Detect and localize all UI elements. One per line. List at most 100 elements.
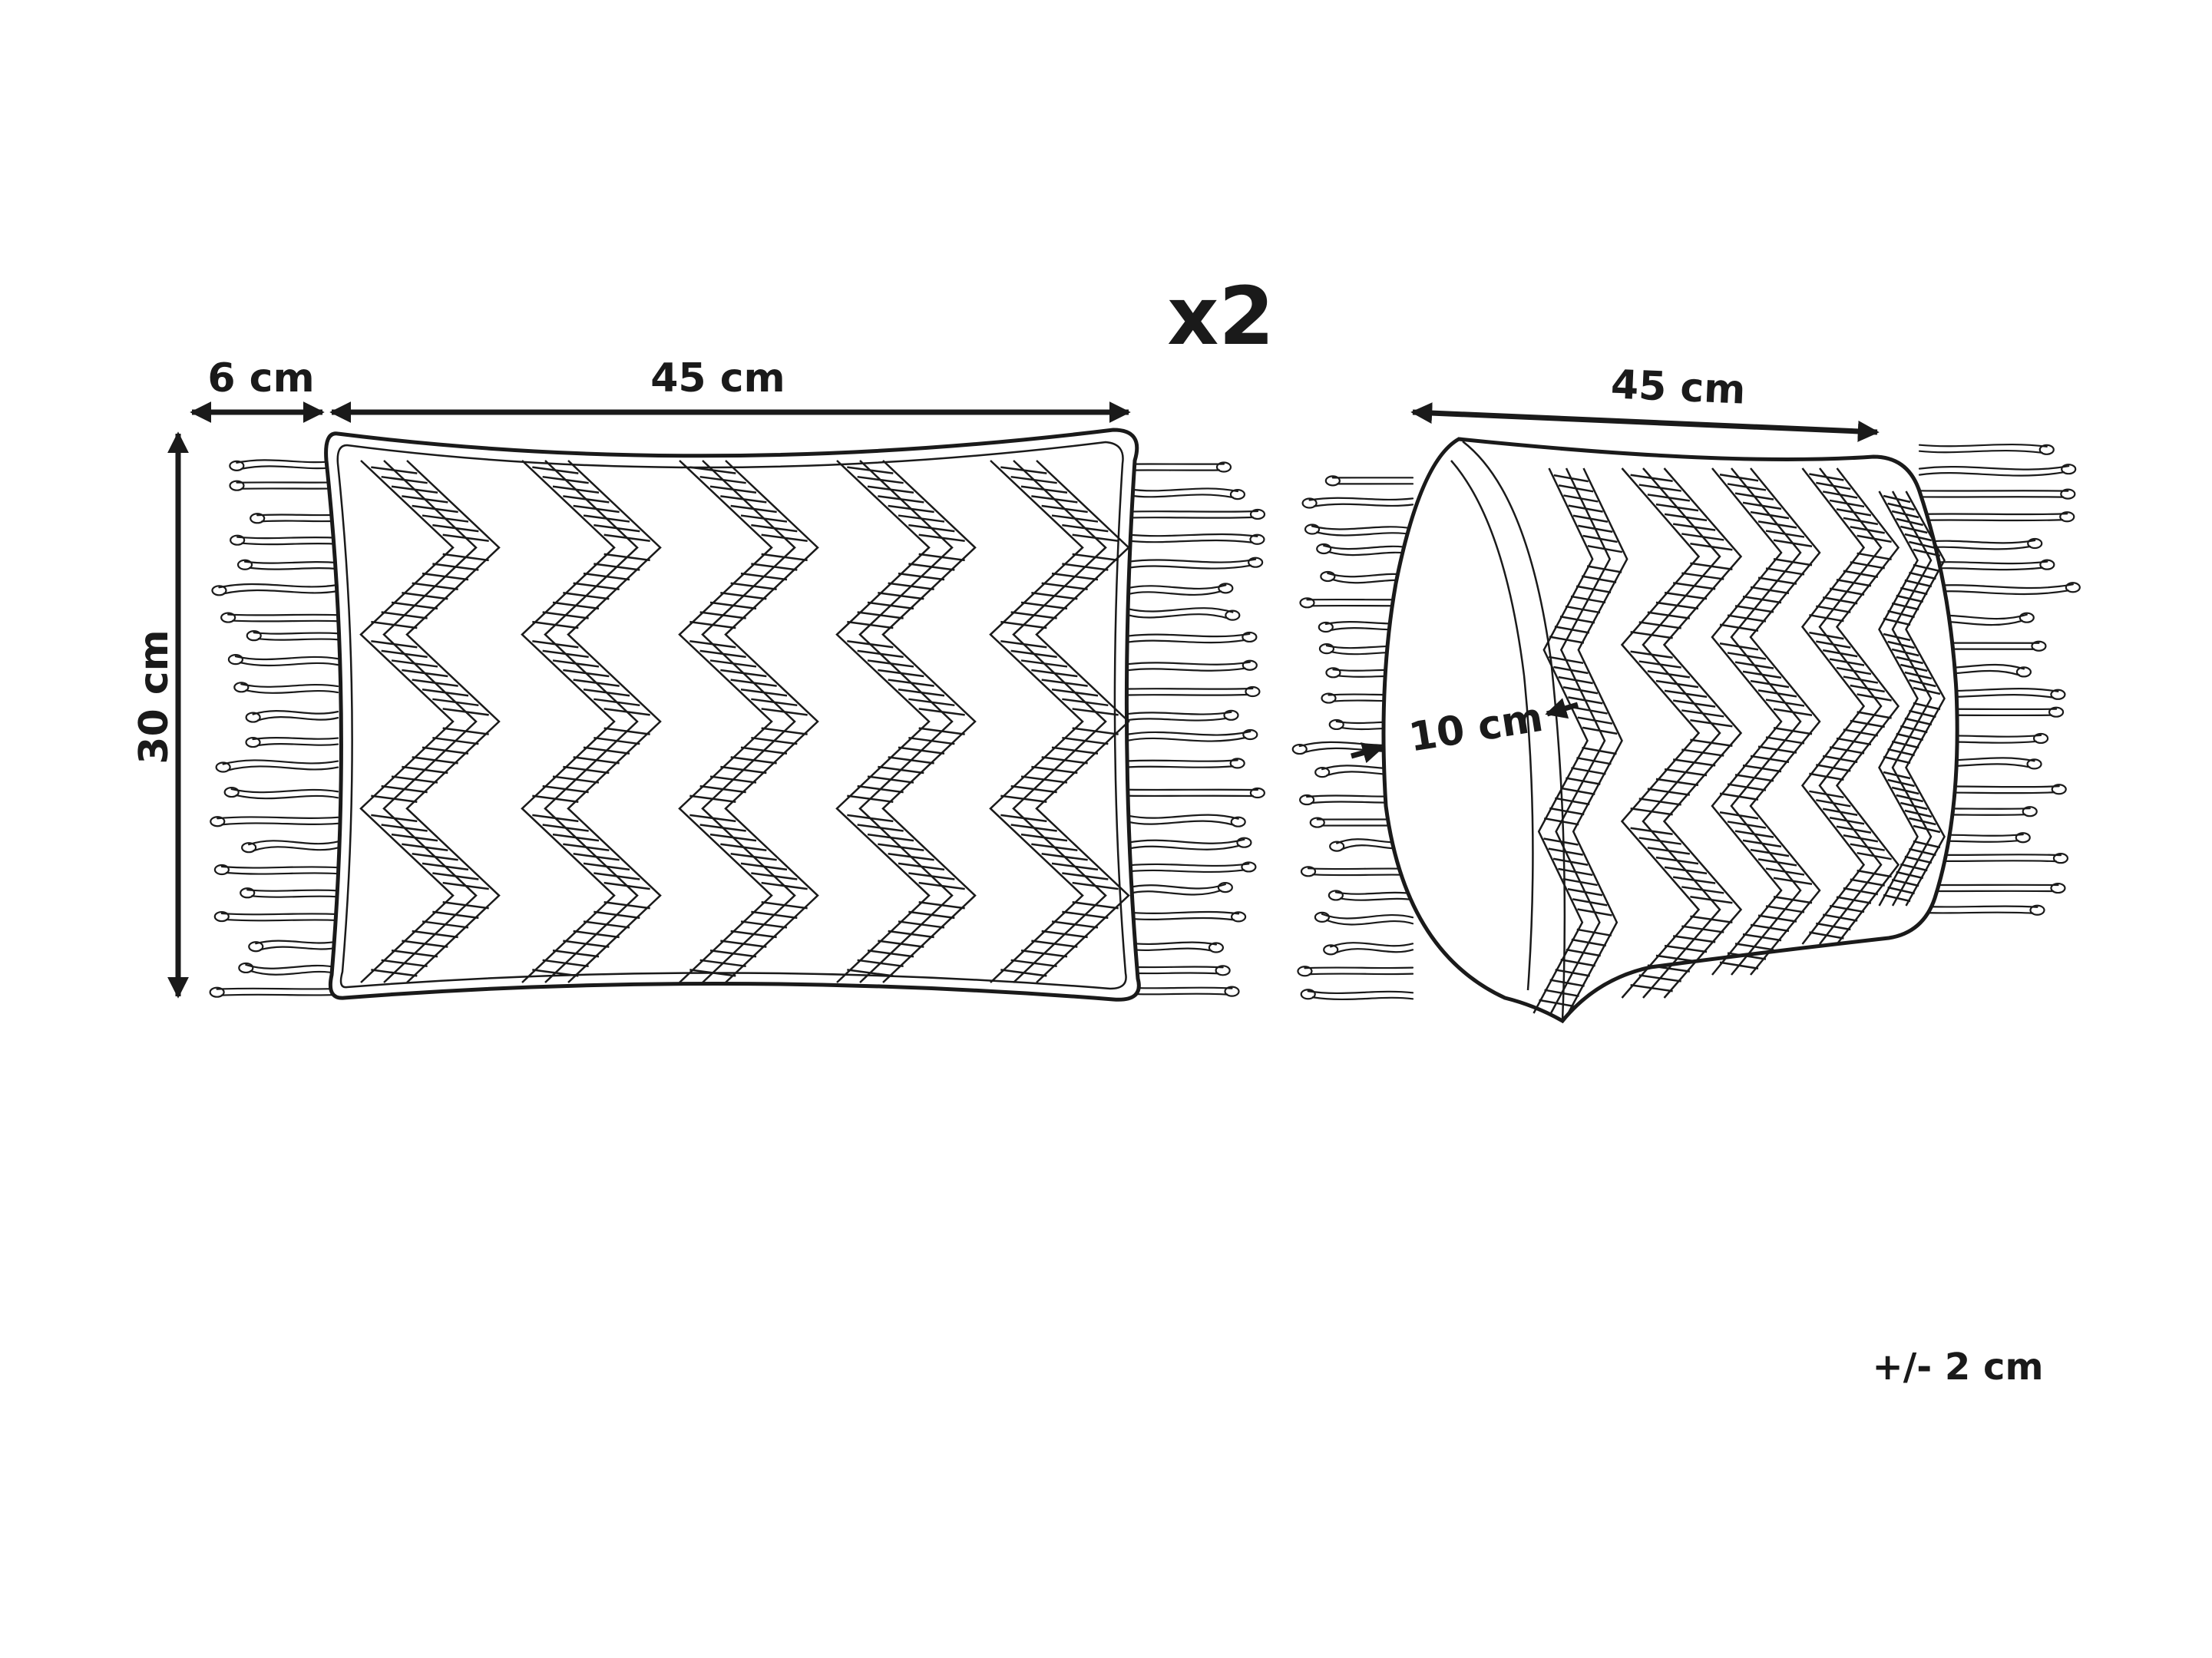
zigzag-stitch	[532, 969, 579, 977]
zigzag-stitch	[1896, 594, 1924, 603]
zigzag-stitch	[1562, 877, 1598, 887]
fringe-strand	[1313, 503, 1414, 507]
zigzag-stitch	[1555, 797, 1590, 806]
zigzag-stitch	[563, 940, 610, 948]
zigzag-stitch	[422, 688, 469, 697]
zigzag-stitch	[1765, 699, 1805, 707]
fringe-strand	[1127, 510, 1259, 513]
zigzag-stitch	[1843, 570, 1879, 579]
zigzag-edge	[1620, 467, 1701, 999]
fringe-tassel-end	[1225, 609, 1241, 621]
zigzag-stitch	[1816, 799, 1851, 808]
zigzag-stitch	[878, 495, 924, 504]
zigzag-stitch	[1719, 811, 1759, 820]
zigzag-stitch	[847, 969, 894, 977]
zigzag-edge	[724, 460, 819, 983]
fringe-tassel-end	[2050, 689, 2066, 700]
zigzag-stitch	[1072, 901, 1119, 910]
fringe-tassel-end	[220, 612, 236, 623]
fringe-tassel-end	[233, 682, 250, 693]
fringe-strand	[1307, 990, 1414, 995]
zigzag-stitch	[1850, 526, 1885, 534]
zigzag-stitch	[1664, 591, 1708, 600]
zigzag-stitch	[1681, 748, 1724, 757]
zigzag-stitch	[1582, 746, 1617, 755]
fringe-strand	[221, 822, 339, 826]
zigzag-stitch	[563, 765, 610, 775]
zigzag-stitch	[730, 582, 777, 590]
zigzag-stitch	[1829, 746, 1865, 755]
zigzag-stitch	[1041, 756, 1088, 765]
zigzag-stitch	[908, 736, 955, 745]
zigzag-stitch	[563, 843, 610, 851]
fringe-strand	[1127, 736, 1247, 742]
zigzag-stitch	[1572, 514, 1609, 523]
fringe-tassel-end	[1241, 861, 1257, 873]
zigzag-stitch	[1010, 611, 1057, 619]
zigzag-stitch	[1857, 851, 1892, 860]
zigzag-stitch	[751, 872, 798, 880]
zigzag-stitch	[432, 698, 479, 707]
zigzag-stitch	[1690, 718, 1733, 728]
zigzag-stitch	[1836, 666, 1872, 675]
fringe-tassel-end	[1325, 667, 1341, 679]
fringe-strand	[1127, 564, 1252, 570]
side-depth-right-arrow	[1545, 698, 1579, 719]
fringe-tassel-end	[1245, 685, 1261, 698]
zigzag-stitch	[761, 727, 808, 735]
fringe-strand	[245, 689, 339, 694]
zigzag-stitch	[1904, 671, 1933, 680]
zigzag-stitch	[603, 708, 650, 716]
zigzag-center	[858, 460, 954, 983]
zigzag-stitch	[1647, 494, 1691, 502]
zigzag-stitch	[878, 843, 924, 851]
fringe-tassel-end	[1323, 944, 1339, 956]
zigzag-stitch	[442, 553, 489, 562]
front-left-fringe	[209, 459, 339, 998]
fringe-strand	[253, 846, 339, 852]
zigzag-stitch	[709, 485, 757, 494]
zigzag-stitch	[689, 969, 736, 977]
zigzag-stitch	[1734, 830, 1774, 838]
zigzag-stitch	[1891, 786, 1919, 795]
zigzag-stitch	[1553, 666, 1589, 675]
zigzag-stitch	[1571, 938, 1606, 947]
zigzag-stitch	[1681, 533, 1724, 541]
fringe-strand	[230, 788, 339, 794]
fringe-tassel-end	[2029, 904, 2045, 916]
zigzag-stitch	[1822, 755, 1858, 764]
zigzag-stitch	[1072, 727, 1119, 735]
zigzag-stitch	[442, 881, 489, 890]
fringe-strand	[1918, 449, 2043, 454]
fringe-strand	[1127, 910, 1240, 915]
zigzag-stitch	[402, 592, 448, 600]
zigzag-stitch	[1904, 855, 1933, 864]
zigzag-stitch	[1031, 669, 1078, 678]
zigzag-stitch	[563, 669, 610, 678]
zigzag-stitch	[1887, 609, 1915, 619]
zigzag-stitch	[1549, 979, 1585, 987]
zigzag-stitch	[1887, 640, 1915, 649]
zigzag-stitch	[699, 959, 746, 968]
zigzag-stitch	[1630, 983, 1673, 992]
zigzag-stitch	[1891, 510, 1919, 519]
zigzag-edge	[835, 460, 931, 983]
zigzag-center	[1891, 490, 1933, 907]
fringe-strand	[220, 912, 339, 916]
fringe-tassel-end	[1248, 557, 1264, 568]
fringe-strand	[1339, 897, 1414, 901]
zigzag-stitch	[1913, 702, 1941, 711]
fringe-strand	[239, 662, 339, 667]
zigzag-stitch	[857, 824, 904, 832]
zigzag-stitch	[1727, 652, 1767, 660]
zigzag-stitch	[1904, 579, 1933, 588]
zigzag-stitch	[381, 475, 428, 484]
zigzag-stitch	[720, 843, 767, 851]
zigzag-stitch	[371, 969, 418, 977]
zigzag-stitch	[1765, 736, 1805, 745]
zigzag-stitch	[432, 523, 479, 533]
zigzag-stitch	[1913, 548, 1941, 557]
fringe-strand	[1127, 590, 1222, 596]
zigzag-stitch	[1558, 867, 1593, 877]
fringe-strand	[217, 816, 339, 820]
